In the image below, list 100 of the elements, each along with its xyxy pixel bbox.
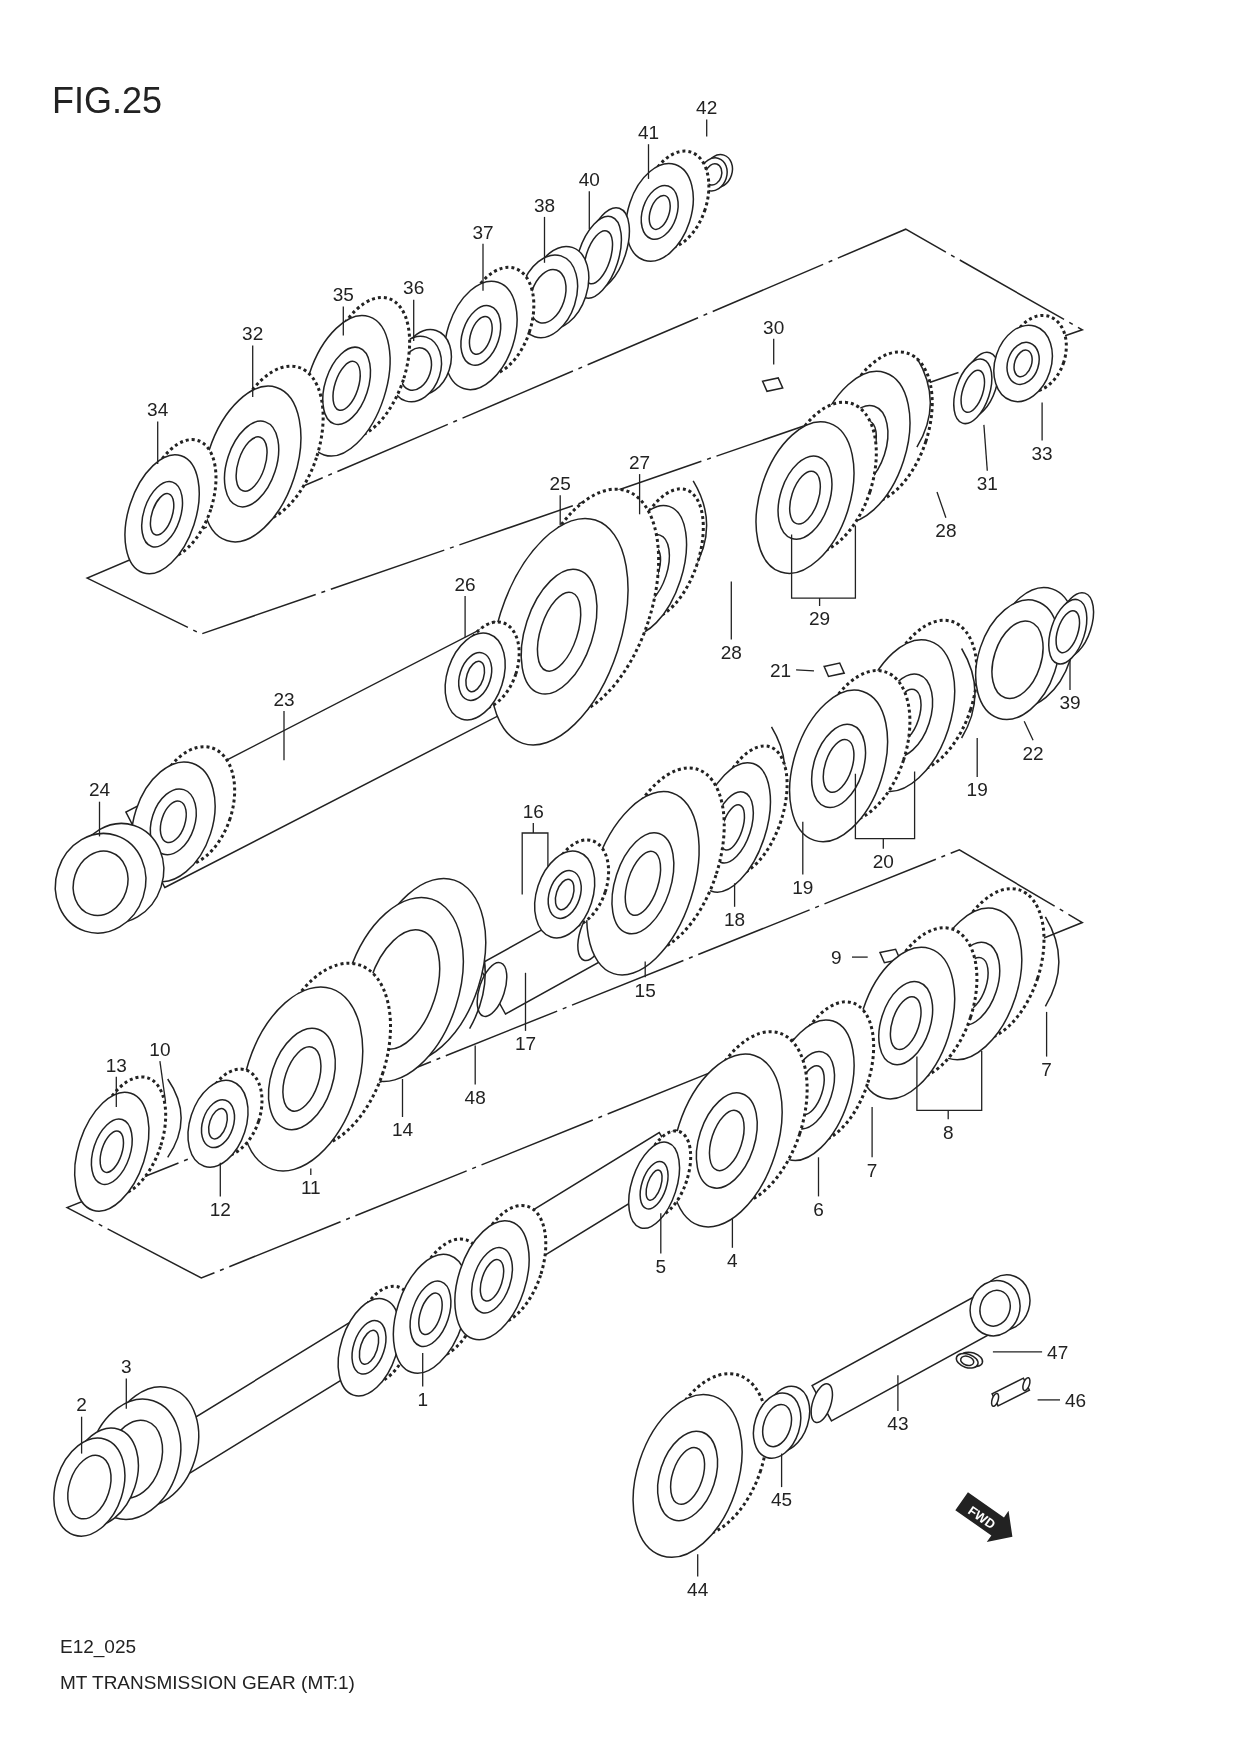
leader-line — [916, 1050, 983, 1120]
callout-number: 12 — [209, 1199, 231, 1219]
leader-line — [854, 770, 916, 850]
callout-number: 36 — [403, 277, 425, 297]
callout-number: 42 — [696, 97, 718, 117]
leader-line — [706, 118, 708, 138]
callout-number: 17 — [514, 1033, 537, 1053]
leader-line — [992, 1351, 1043, 1353]
callout-number: 32 — [242, 323, 264, 343]
leader-line — [521, 822, 549, 896]
leader-line — [817, 1156, 820, 1198]
callout-number: 41 — [637, 122, 660, 142]
leader-line — [1041, 401, 1043, 442]
callout-number: 30 — [763, 317, 785, 336]
leader-line — [219, 1162, 221, 1198]
leader-line — [1069, 659, 1071, 691]
leader-line — [310, 1167, 312, 1176]
leader-line — [871, 1106, 873, 1158]
leader-line — [283, 710, 285, 761]
leader-line — [638, 473, 641, 515]
leader-line — [644, 960, 646, 978]
callout-number: 18 — [724, 909, 746, 929]
drawing-number: E12_025 — [60, 1636, 137, 1658]
leader-line — [647, 143, 650, 180]
callout-number: 23 — [273, 689, 295, 709]
callout-number: 28 — [720, 642, 742, 662]
callout-number: 33 — [1031, 443, 1053, 463]
callout-number: 24 — [88, 779, 111, 799]
leader-line — [474, 1044, 476, 1086]
callout-number: 19 — [966, 779, 988, 799]
callout-number: 15 — [634, 980, 656, 999]
leader-line — [1036, 1399, 1061, 1401]
leader-line — [897, 1374, 899, 1412]
leader-line — [482, 243, 484, 292]
leader-line — [780, 1452, 783, 1488]
leader-line — [731, 1218, 734, 1249]
callout-number: 46 — [1065, 1390, 1087, 1410]
callout-number: 43 — [887, 1413, 909, 1433]
callout-number: 5 — [655, 1256, 667, 1276]
callout-number: 44 — [687, 1579, 709, 1599]
leader-line — [795, 669, 815, 672]
callout-number: 21 — [769, 660, 792, 680]
leader-line — [98, 801, 101, 838]
callout-number: 9 — [831, 947, 842, 967]
callout-number: 27 — [629, 452, 651, 472]
callout-number: 13 — [105, 1055, 127, 1074]
leader-line — [1023, 720, 1034, 741]
callout-number: 40 — [578, 169, 600, 189]
callout-number: 34 — [147, 399, 169, 419]
leader-line — [660, 1212, 662, 1255]
callout-number: 6 — [813, 1199, 824, 1219]
leader-line — [983, 424, 988, 472]
leader-line — [543, 216, 546, 264]
callout-number: 39 — [1059, 692, 1081, 712]
callout-number: 31 — [976, 473, 998, 493]
callout-number: 26 — [454, 574, 476, 594]
leader-line — [115, 1076, 117, 1108]
leader-line — [125, 1377, 127, 1410]
callout-number: 14 — [391, 1119, 414, 1139]
callout-number: 38 — [533, 195, 556, 215]
leader-line — [773, 338, 775, 366]
callout-number: 2 — [76, 1394, 87, 1414]
callout-number: 11 — [300, 1177, 321, 1197]
leader-line — [697, 1553, 699, 1578]
leader-line — [413, 299, 415, 342]
leader-line — [157, 420, 159, 465]
callout-number: 29 — [809, 608, 831, 628]
leader-line — [252, 344, 254, 398]
leader-line — [976, 737, 978, 778]
callout-number: 1 — [417, 1389, 428, 1409]
callout-number: 8 — [942, 1122, 954, 1141]
leader-line — [464, 595, 466, 638]
leader-line — [802, 821, 804, 876]
callout-number: 20 — [872, 851, 894, 871]
leader-line — [80, 1416, 83, 1455]
leader-line — [524, 972, 527, 1032]
leader-line — [559, 494, 561, 527]
callout-number: 10 — [149, 1039, 171, 1059]
callout-number: 25 — [549, 473, 571, 493]
leader-line — [588, 190, 590, 230]
leader-line — [733, 882, 736, 908]
callout-number: 47 — [1047, 1342, 1069, 1362]
callout-number: 19 — [792, 877, 814, 897]
callout-number: 16 — [522, 801, 544, 821]
leader-line — [401, 1078, 404, 1118]
callout-number: 4 — [727, 1250, 738, 1270]
callout-number: 28 — [935, 520, 957, 540]
leader-line — [730, 580, 732, 641]
leader-line — [1045, 1011, 1048, 1058]
callout-number: 45 — [771, 1489, 793, 1509]
callout-number: 7 — [866, 1160, 878, 1180]
leader-line — [936, 491, 947, 519]
callout-number: 35 — [332, 284, 354, 304]
callout-number: 7 — [1041, 1059, 1052, 1079]
callout-number: 48 — [464, 1087, 486, 1107]
callout-number: 22 — [1022, 743, 1044, 762]
leader-line — [422, 1352, 424, 1388]
leader-line — [790, 524, 857, 607]
direction-label: FWD — [965, 1502, 999, 1533]
callout-number: 37 — [472, 222, 494, 241]
